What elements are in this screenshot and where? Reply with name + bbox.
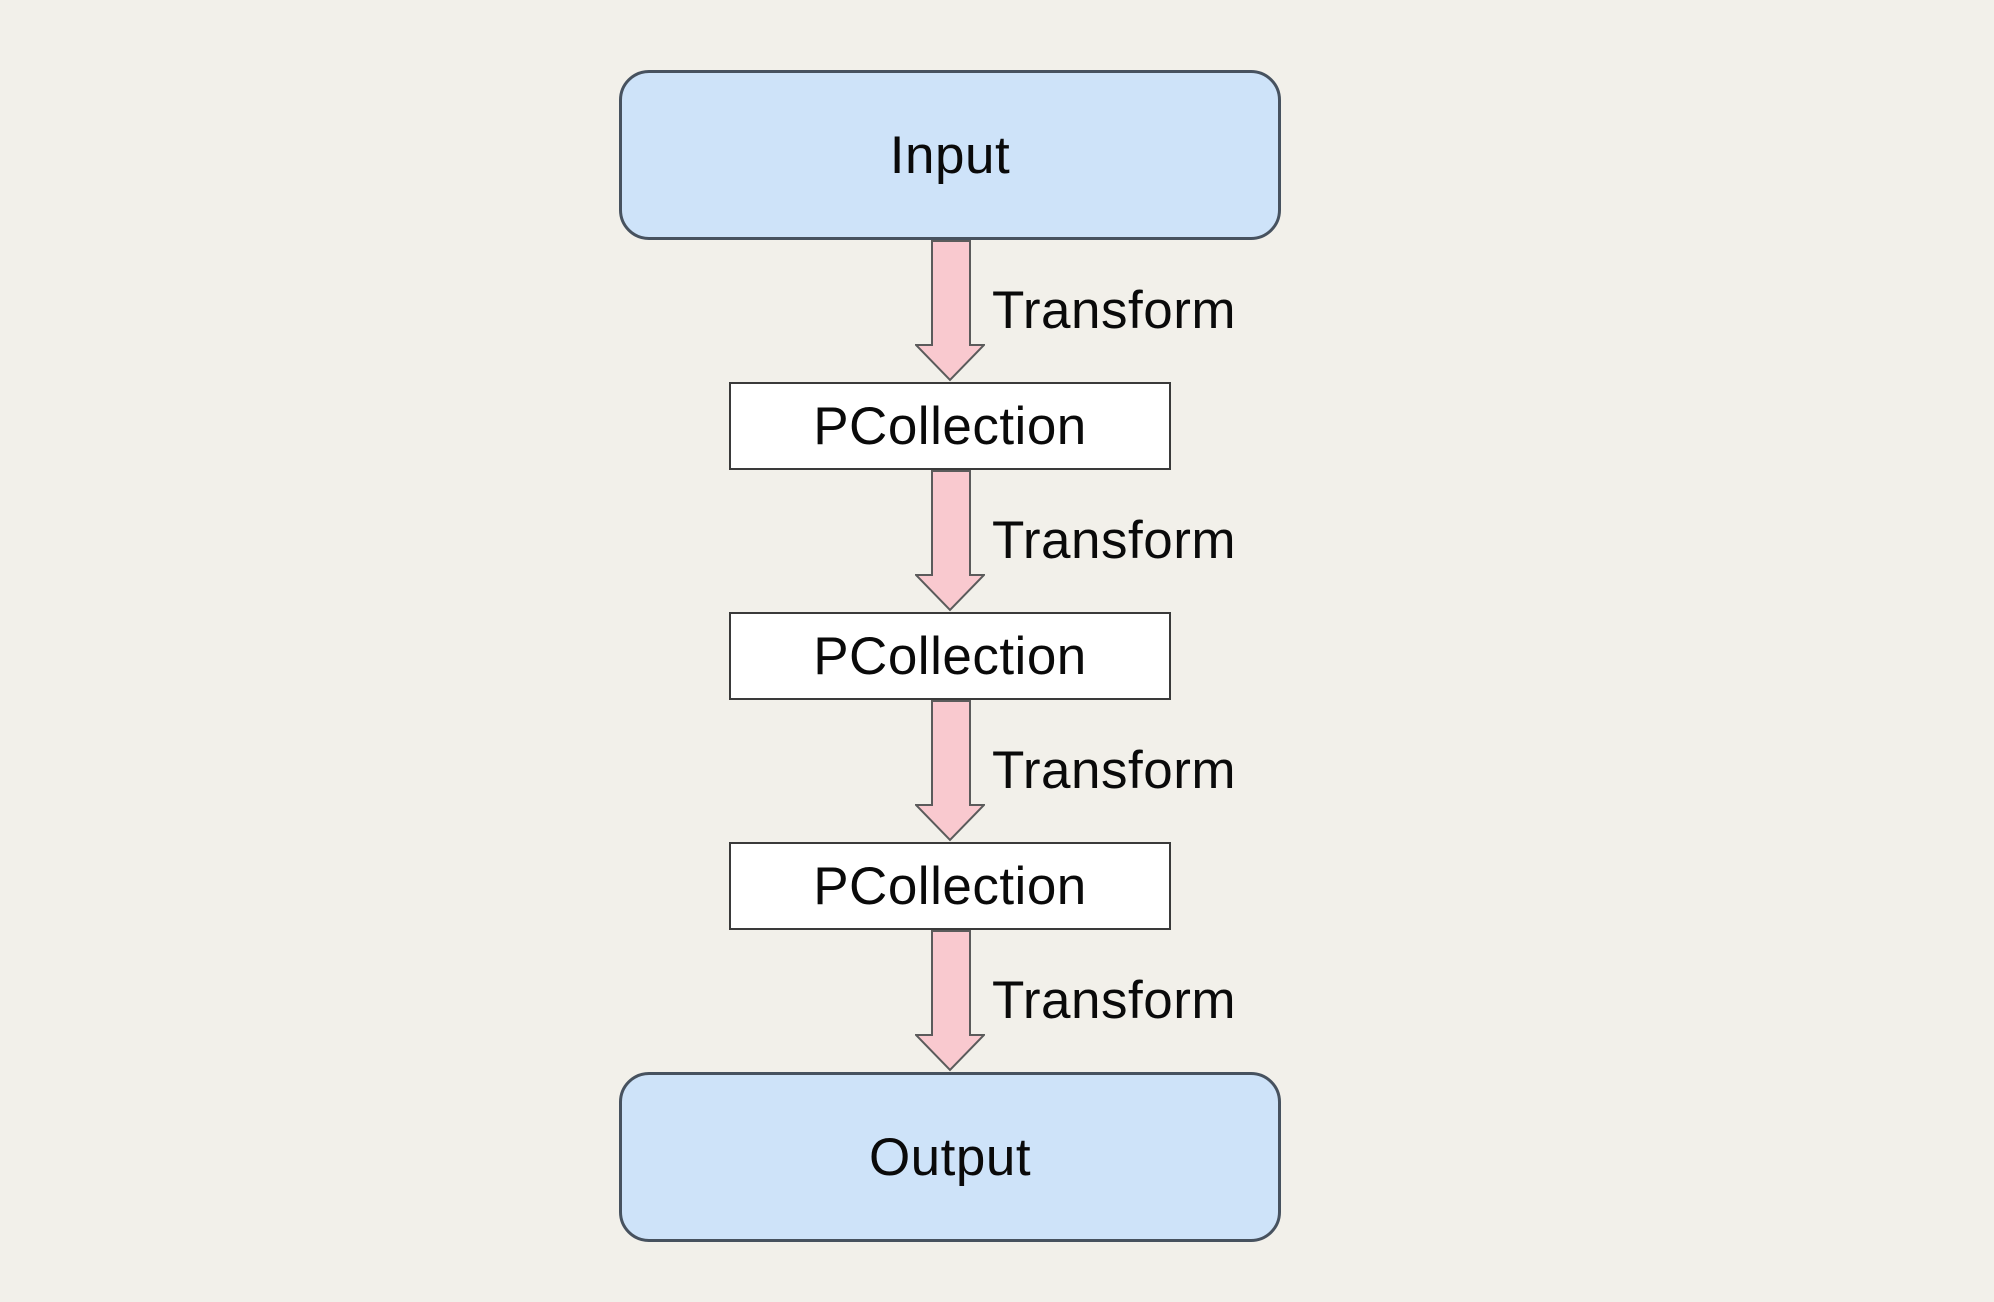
node-output-label: Output	[868, 1127, 1032, 1187]
down-arrow-icon	[915, 930, 985, 1072]
node-pcollection-1: PCollection	[729, 382, 1171, 470]
down-arrow-icon	[915, 470, 985, 612]
down-arrow-icon	[915, 700, 985, 842]
down-arrow-icon	[915, 240, 985, 382]
node-input: Input	[619, 70, 1281, 240]
node-output: Output	[619, 1072, 1281, 1242]
node-pcollection-2-label: PCollection	[813, 626, 1087, 686]
edge-label-transform-2: Transform	[992, 511, 1237, 570]
node-pcollection-1-label: PCollection	[813, 396, 1087, 456]
node-pcollection-2: PCollection	[729, 612, 1171, 700]
node-pcollection-3: PCollection	[729, 842, 1171, 930]
node-input-label: Input	[889, 125, 1011, 185]
edge-label-transform-4: Transform	[992, 971, 1237, 1030]
node-pcollection-3-label: PCollection	[813, 856, 1087, 916]
edge-label-transform-3: Transform	[992, 741, 1237, 800]
edge-label-transform-1: Transform	[992, 281, 1237, 340]
